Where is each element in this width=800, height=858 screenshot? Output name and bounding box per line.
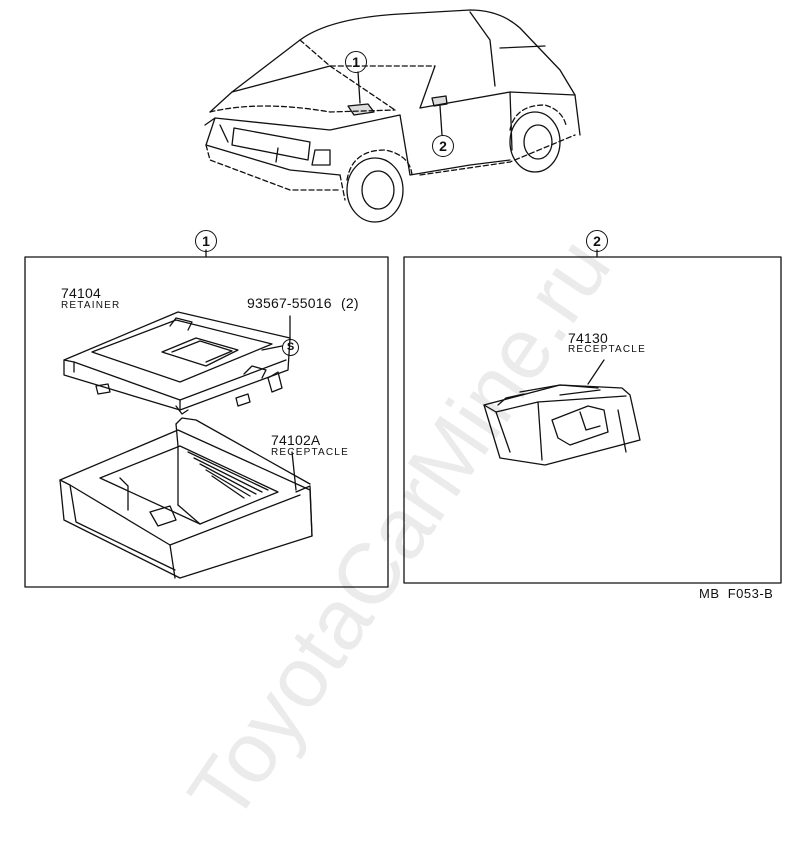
panel-1-label: 1 xyxy=(195,230,217,252)
retainer-part-name: RETAINER xyxy=(61,300,121,311)
panel-2-frame xyxy=(403,249,782,584)
car-callout-2: 2 xyxy=(432,135,454,157)
door-receptacle-drawing xyxy=(483,359,641,466)
retainer-drawing xyxy=(63,311,291,415)
screw-part-number: 93567-55016 xyxy=(247,295,332,311)
panel-2-label: 2 xyxy=(586,230,608,252)
door-receptacle-part-name: RECEPTACLE xyxy=(568,344,646,355)
receptacle-box-part-number: 74102A xyxy=(271,432,321,448)
car-callout-1: 1 xyxy=(345,51,367,73)
diagram-code: MB F053-B xyxy=(699,586,774,601)
screw-symbol: S xyxy=(282,339,299,356)
door-receptacle-part-number: 74130 xyxy=(568,330,608,346)
car-illustration xyxy=(204,9,581,223)
receptacle-box-part-name: RECEPTACLE xyxy=(271,447,349,458)
retainer-part-number: 74104 xyxy=(61,285,101,301)
screw-qty: (2) xyxy=(341,295,359,311)
receptacle-box-drawing xyxy=(59,417,313,579)
